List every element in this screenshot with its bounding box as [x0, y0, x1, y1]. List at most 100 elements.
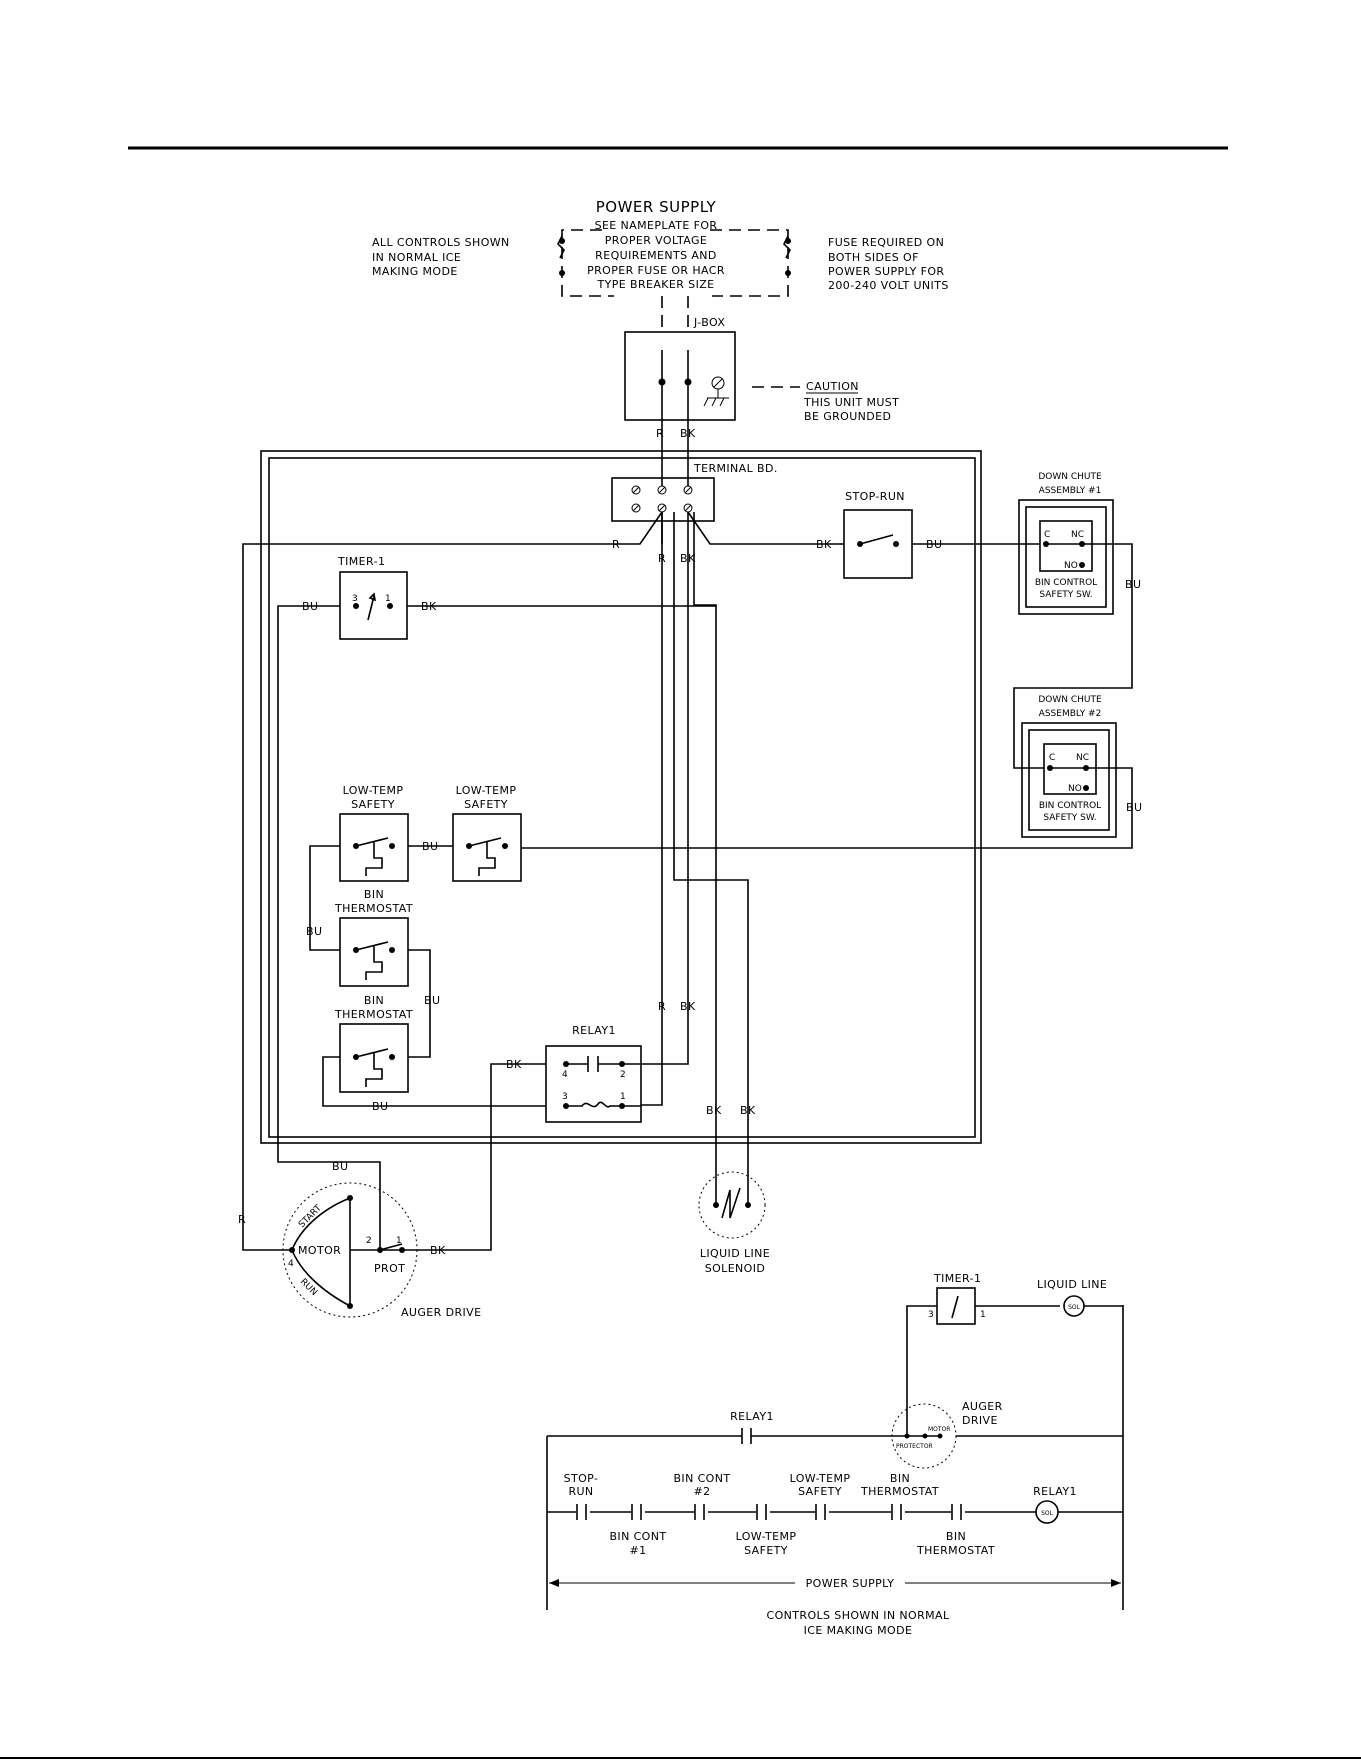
down-chute-2-bin-control-1: BIN CONTROL: [1039, 801, 1101, 811]
wire-label-bu-relay: BU: [372, 1100, 388, 1113]
down-chute-1-bin-control-1: BIN CONTROL: [1035, 578, 1097, 588]
controls-note-line-2: IN NORMAL ICE: [372, 251, 461, 264]
auger-start-label: START: [297, 1203, 324, 1230]
power-supply-line-1: SEE NAMEPLATE FOR: [595, 219, 718, 232]
ladder-liquid-sol: SOL: [1068, 1304, 1081, 1311]
control-box-inner: [268, 457, 976, 1138]
wire-label-bk-sol-1: BK: [706, 1104, 722, 1117]
j-box: J-BOX: [624, 316, 800, 440]
fuse-note-line-2: BOTH SIDES OF: [828, 251, 919, 264]
auger-drive-label: AUGER DRIVE: [401, 1306, 481, 1319]
ladder-timer-pin-1: 1: [980, 1310, 986, 1320]
ladder-timer-label: TIMER-1: [933, 1272, 981, 1285]
down-chute-1-c: C: [1044, 530, 1050, 540]
wire-label-r-2: R: [658, 552, 666, 565]
caution-title: CAUTION: [806, 380, 859, 393]
power-supply-title: POWER SUPPLY: [596, 198, 717, 216]
ladder-timer-pin-3: 3: [928, 1310, 934, 1320]
power-supply-line-3: REQUIREMENTS AND: [595, 249, 717, 262]
bin-thermostat-2: BIN THERMOSTAT: [334, 994, 413, 1093]
down-chute-1-nc: NC: [1071, 530, 1084, 540]
controls-note: ALL CONTROLS SHOWN IN NORMAL ICE MAKING …: [372, 236, 510, 278]
down-chute-1-label-2: ASSEMBLY #1: [1039, 486, 1102, 496]
wire-label-bk-jbox: BK: [680, 427, 696, 440]
control-box-outer: [260, 450, 982, 1144]
wire-bk-to-relay: [620, 512, 689, 1065]
down-chute-2-label-1: DOWN CHUTE: [1038, 695, 1102, 705]
wire-r-to-relay: [619, 512, 663, 1109]
low-temp-2-label-1: LOW-TEMP: [456, 784, 517, 797]
ladder-bin-cont2-label-1: BIN CONT: [673, 1472, 730, 1485]
wire-bk-to-stoprun: [687, 511, 840, 545]
wire-bk-relay-to-motor: [440, 1063, 546, 1251]
fuse-note-line-1: FUSE REQUIRED ON: [828, 236, 944, 249]
low-temp-safety-2: LOW-TEMP SAFETY: [452, 784, 522, 882]
relay-pin-4: 4: [562, 1070, 568, 1080]
stop-run-label: STOP-RUN: [845, 490, 905, 503]
wire-bu-thermo-to-thermo: [408, 949, 431, 1058]
bin-thermo-1-label-1: BIN: [364, 888, 384, 901]
ladder-low-temp-b-label-1: LOW-TEMP: [736, 1530, 797, 1543]
ladder-power-supply-label: POWER SUPPLY: [806, 1577, 895, 1590]
ladder-stop-run-label-1: STOP-: [564, 1472, 599, 1485]
wire-label-bu-chute2: BU: [1126, 801, 1142, 814]
bin-thermo-2-label-2: THERMOSTAT: [334, 1008, 413, 1021]
down-chute-2: DOWN CHUTE ASSEMBLY #2 C NC NO BIN CONTR…: [1021, 695, 1117, 838]
controls-note-line-1: ALL CONTROLS SHOWN: [372, 236, 510, 249]
wire-bu-lowtemp-to-thermo: [309, 845, 340, 951]
wire-label-r-motor: R: [238, 1213, 246, 1226]
caution-line-1: THIS UNIT MUST: [803, 396, 899, 409]
wire-label-bk-relay4: BK: [506, 1058, 522, 1071]
wire-label-bu-stoprun: BU: [926, 538, 942, 551]
bin-thermo-2-label-1: BIN: [364, 994, 384, 1007]
ladder-bin-cont1-label-2: #1: [629, 1544, 646, 1557]
ladder-bin-thermo-b-label-1: BIN: [946, 1530, 966, 1543]
caution-note: CAUTION THIS UNIT MUST BE GROUNDED: [803, 380, 899, 423]
timer-1: TIMER-1 3 1: [337, 555, 408, 640]
liquid-line-solenoid: LIQUID LINE SOLENOID: [698, 1171, 770, 1275]
wire-bu-thermo-to-relay: [322, 1056, 546, 1107]
stop-run-switch: STOP-RUN: [843, 490, 913, 579]
ladder-bin-thermo-a-label-1: BIN: [890, 1472, 910, 1485]
wire-label-r-relay: R: [658, 1000, 666, 1013]
solenoid-label-2: SOLENOID: [705, 1262, 766, 1275]
ladder-auger-label-2: DRIVE: [962, 1414, 998, 1427]
ladder-motor-label: MOTOR: [928, 1426, 950, 1433]
solenoid-label-1: LIQUID LINE: [700, 1247, 770, 1260]
ladder-caption-line-2: ICE MAKING MODE: [804, 1624, 913, 1637]
relay-pin-1: 1: [620, 1092, 626, 1102]
fuse-note-line-4: 200-240 VOLT UNITS: [828, 279, 949, 292]
ladder-caption-line-1: CONTROLS SHOWN IN NORMAL: [767, 1609, 950, 1622]
wire-label-bk-timer: BK: [421, 600, 437, 613]
down-chute-2-no: NO: [1068, 784, 1082, 794]
ladder-low-temp-b-label-2: SAFETY: [744, 1544, 788, 1557]
power-supply-bracket-right: [710, 229, 789, 297]
wire-label-bu-thermo: BU: [424, 994, 440, 1007]
wire-label-bk-relay: BK: [680, 1000, 696, 1013]
auger-pin-2: 2: [366, 1236, 372, 1246]
timer-1-pin-3: 3: [352, 594, 358, 604]
low-temp-safety-1: LOW-TEMP SAFETY: [339, 784, 409, 882]
terminal-board-label: TERMINAL BD.: [693, 462, 778, 475]
auger-pin-1: 1: [396, 1236, 402, 1246]
wire-label-bu-timer: BU: [302, 600, 318, 613]
down-chute-2-bin-control-2: SAFETY SW.: [1043, 813, 1096, 823]
power-supply-line-4: PROPER FUSE OR HACR: [587, 264, 725, 277]
down-chute-2-c: C: [1049, 753, 1055, 763]
ladder-stop-run-label-2: RUN: [568, 1485, 593, 1498]
ladder-low-temp-a-label-2: SAFETY: [798, 1485, 842, 1498]
ladder-relay-contact-label: RELAY1: [730, 1410, 774, 1423]
low-temp-1-label-1: LOW-TEMP: [343, 784, 404, 797]
bin-thermostat-1: BIN THERMOSTAT: [334, 888, 413, 987]
ladder-low-temp-a-label-1: LOW-TEMP: [790, 1472, 851, 1485]
auger-motor-label: MOTOR: [298, 1244, 341, 1257]
wire-bu-chute2-to-lowtemp: [521, 767, 1133, 849]
low-temp-1-label-2: SAFETY: [351, 798, 395, 811]
fuse-note-line-3: POWER SUPPLY FOR: [828, 265, 944, 278]
down-chute-2-label-2: ASSEMBLY #2: [1039, 709, 1102, 719]
down-chute-1-bin-control-2: SAFETY SW.: [1039, 590, 1092, 600]
down-chute-1-label-1: DOWN CHUTE: [1038, 472, 1102, 482]
power-supply-bracket-left: [561, 229, 614, 297]
fuse-note: FUSE REQUIRED ON BOTH SIDES OF POWER SUP…: [828, 236, 949, 292]
low-temp-2-label-2: SAFETY: [464, 798, 508, 811]
